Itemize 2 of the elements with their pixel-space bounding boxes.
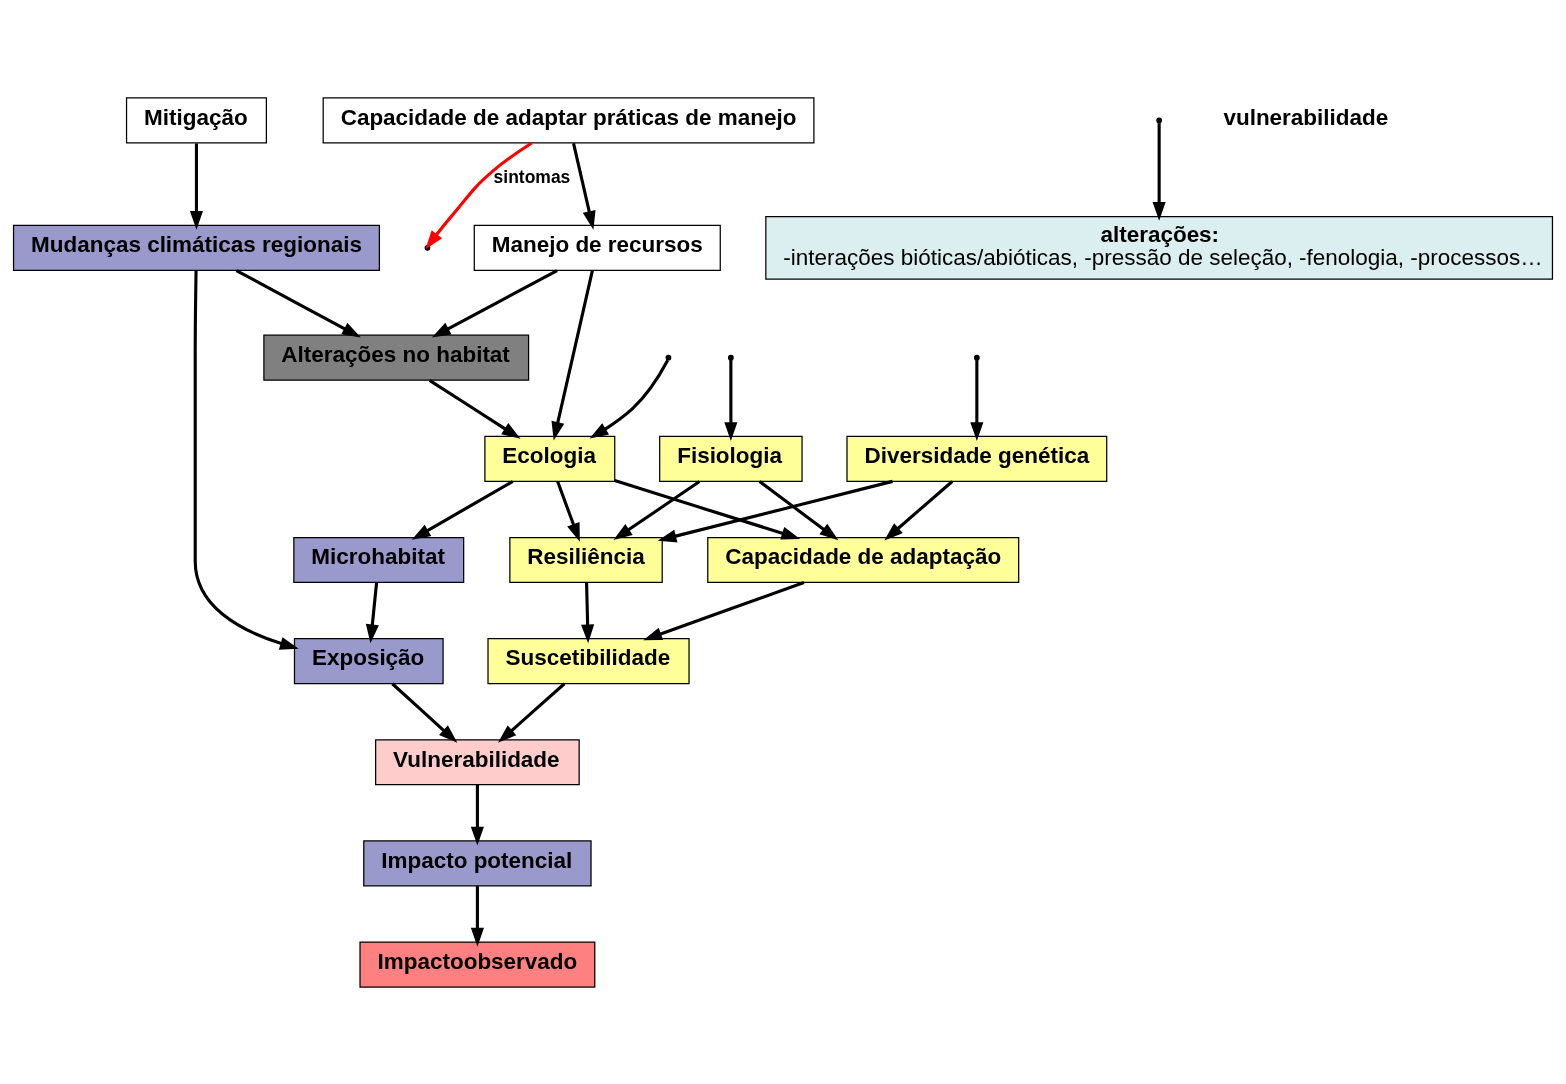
label: vulnerabilidade	[1223, 104, 1389, 130]
edge-label: sintomas	[493, 166, 571, 187]
